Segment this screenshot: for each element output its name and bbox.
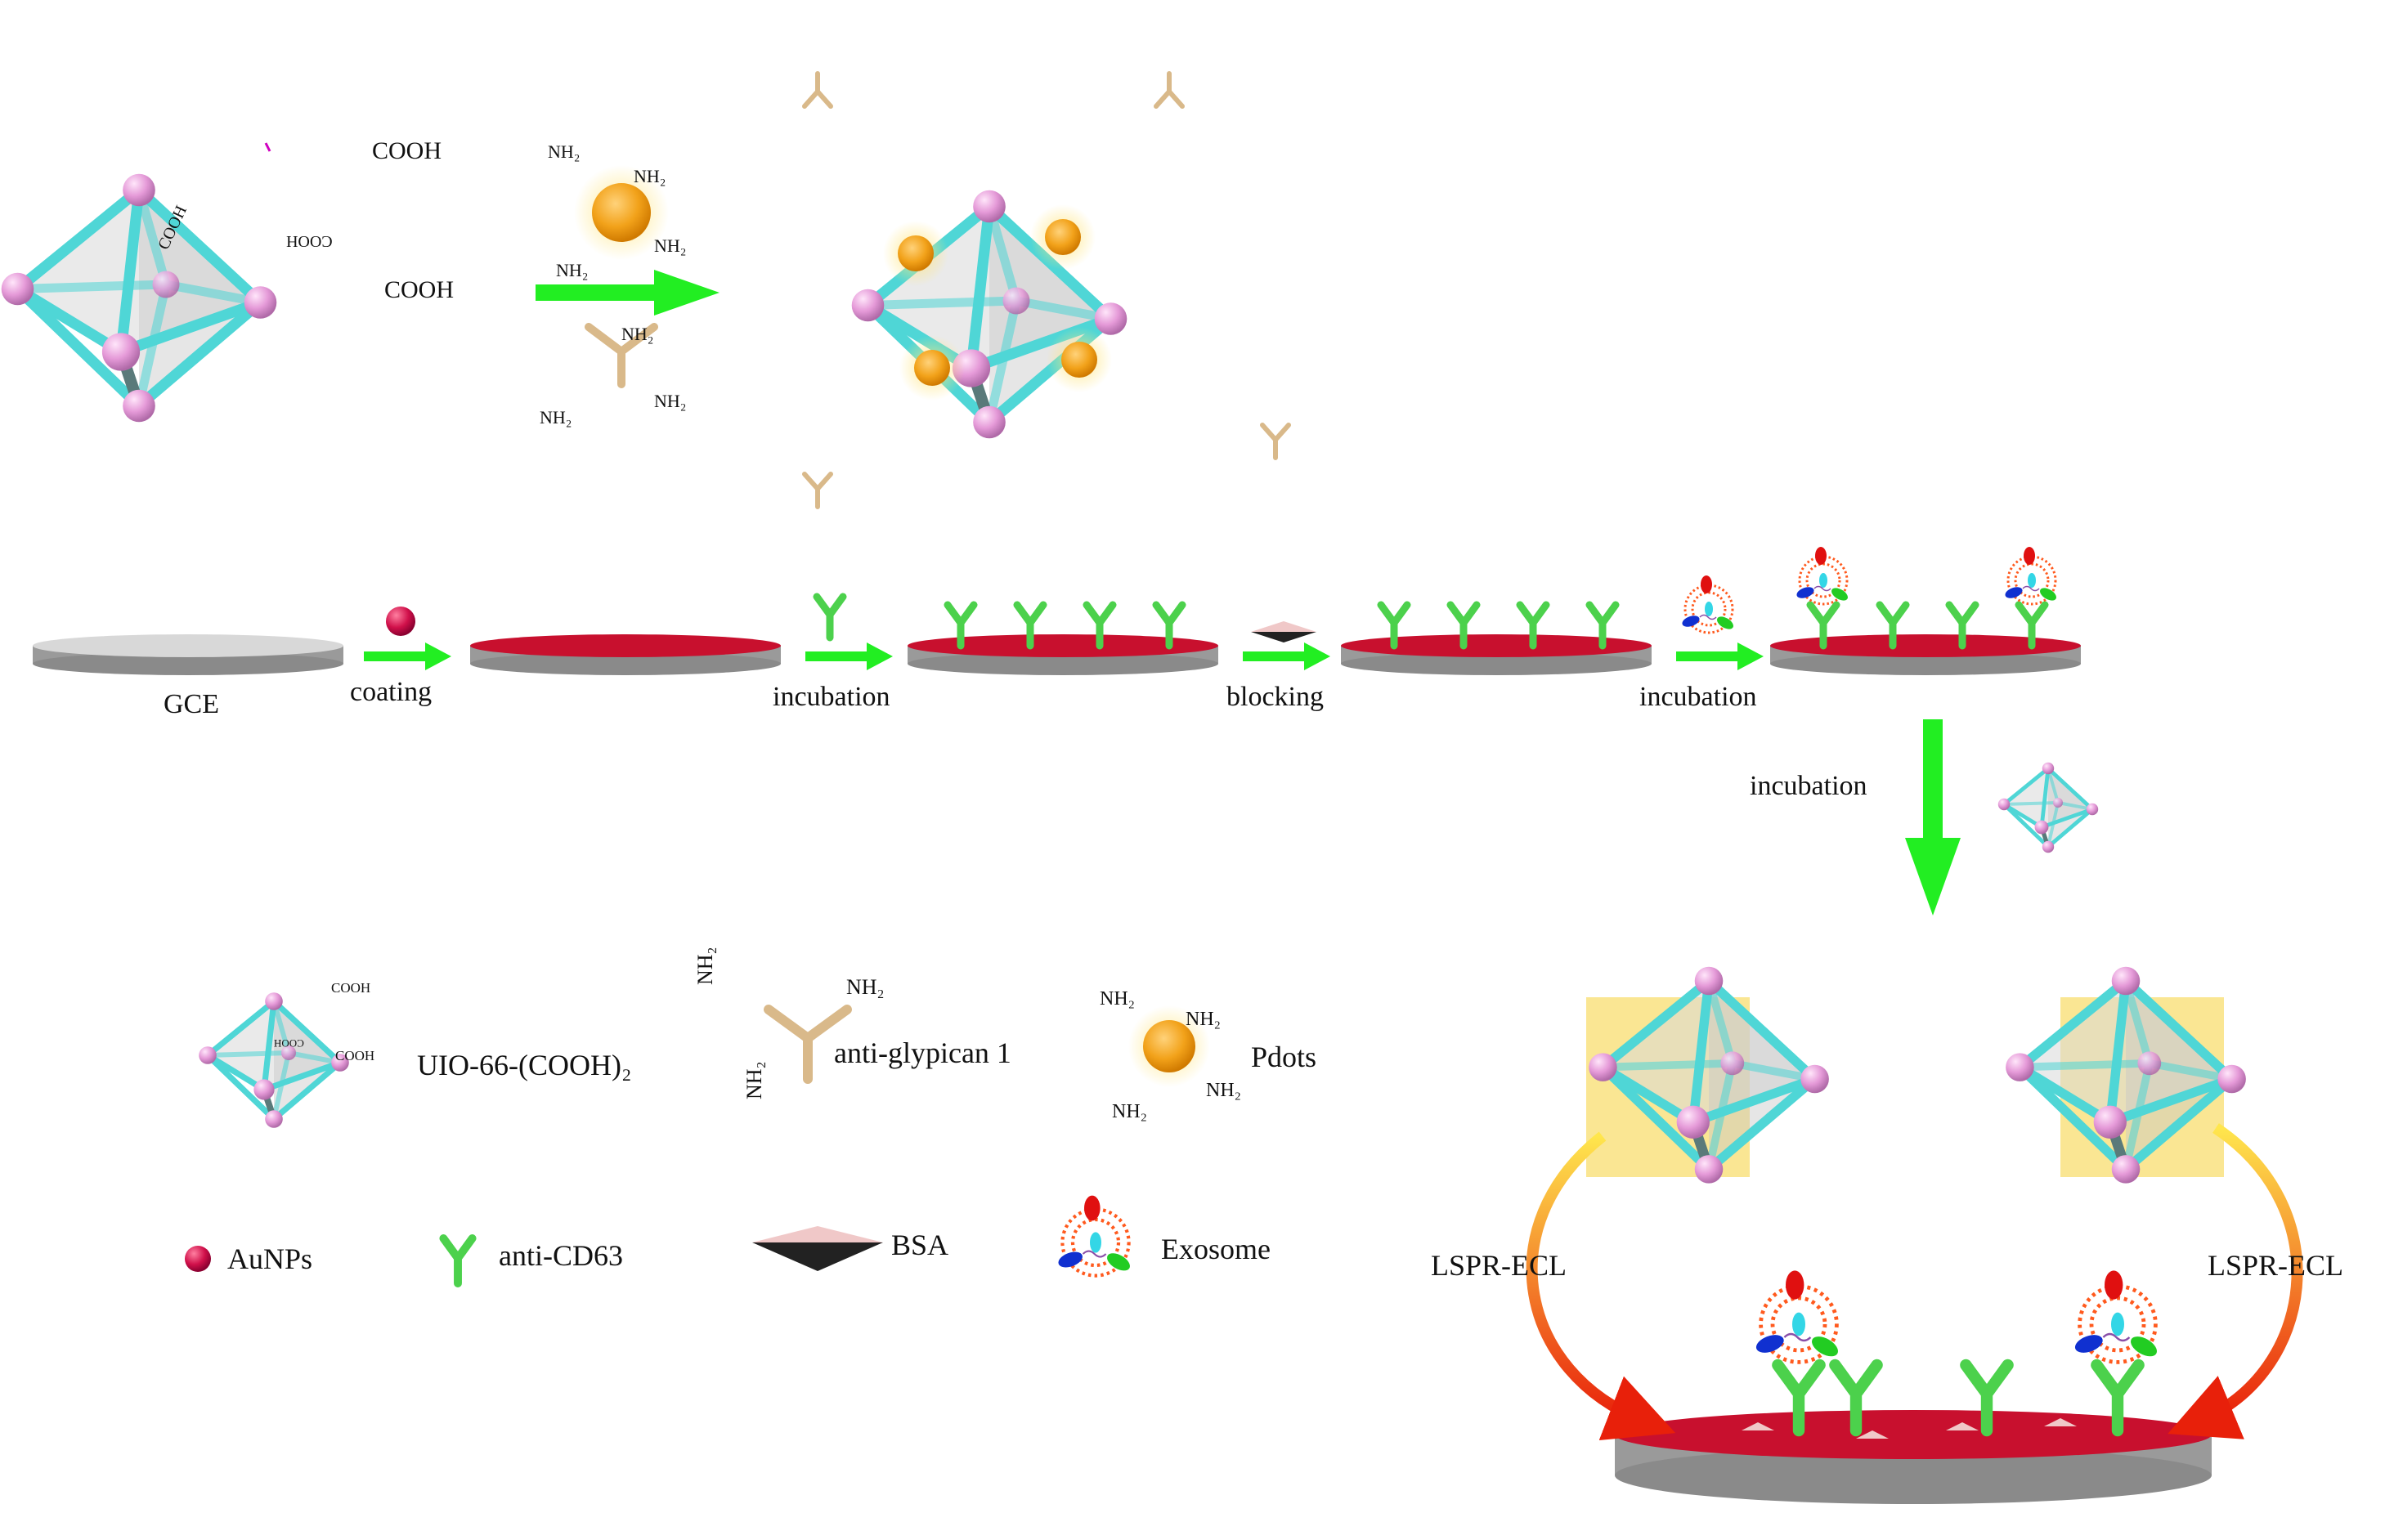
cooh-label-2: COOH xyxy=(384,276,455,303)
legend-pdots-nh2-4: NH₂ xyxy=(1112,1101,1148,1122)
nh2-label-7: NH₂ xyxy=(654,391,687,411)
legend-glypican-nh2-3: NH₂ xyxy=(742,1061,766,1099)
legend-aunp xyxy=(185,1246,211,1272)
arrow-step-1 xyxy=(364,642,451,670)
pdot-in-mof-3 xyxy=(899,335,965,401)
step-label-incubation-2: incubation xyxy=(1639,682,1757,712)
electrode-exosome xyxy=(1770,545,2081,675)
legend-aunps-label: AuNPs xyxy=(227,1242,313,1275)
legend-mof-cooh-2: COOH xyxy=(335,1048,375,1063)
legend-pdots xyxy=(1128,1005,1210,1087)
lspr-ecl-right-label: LSPR-ECL xyxy=(2208,1249,2344,1282)
nh2-label-2: NH₂ xyxy=(634,166,666,186)
legend-pdots-nh2-1: NH₂ xyxy=(1100,988,1136,1010)
legend-glypican-nh2-1: NH₂ xyxy=(846,975,885,999)
cooh-bond-1 xyxy=(264,142,271,152)
legend-pdots-label: Pdots xyxy=(1251,1041,1317,1073)
legend-bsa-label: BSA xyxy=(891,1229,949,1261)
glypican-ab-1 xyxy=(805,74,831,106)
probe-left xyxy=(1586,967,1829,1184)
legend-pdots-nh2-2: NH₂ xyxy=(1186,1009,1222,1030)
legend-pdots-nh2-3: NH₂ xyxy=(1206,1080,1242,1101)
nh2-label-6: NH₂ xyxy=(540,407,572,428)
down-arrow xyxy=(1905,719,1961,915)
legend-mof-cooh-1: COOH xyxy=(331,980,371,996)
electrode-cd63 xyxy=(908,605,1218,675)
glypican-ab-2 xyxy=(1156,74,1182,106)
legend-cd63 xyxy=(443,1238,472,1283)
pdot-in-mof-2 xyxy=(1030,204,1096,270)
bsa-reagent xyxy=(1251,621,1316,642)
nh2-label-5: NH₂ xyxy=(621,324,654,344)
final-electrode xyxy=(1615,1270,2212,1504)
electrode-aunp xyxy=(470,634,781,675)
electrode-gce xyxy=(33,634,343,675)
cooh-label-4: COOH xyxy=(286,232,333,250)
nh2-label-4: NH₂ xyxy=(556,260,589,280)
lspr-arrow-right xyxy=(2168,1123,2303,1439)
glypican-ab-4 xyxy=(1262,425,1289,458)
cooh-label-1: COOH xyxy=(372,137,442,164)
legend-mof-cooh-3: COOH xyxy=(274,1037,304,1050)
gce-label: GCE xyxy=(164,689,219,719)
step-label-coating: coating xyxy=(350,677,433,707)
amine-reagents xyxy=(574,165,669,388)
legend-glypican-nh2-2: NH₂ xyxy=(693,947,717,985)
aunp-drop xyxy=(386,607,415,636)
arrow-step-3 xyxy=(1243,642,1330,670)
step-label-incubation-1: incubation xyxy=(773,682,890,712)
step-label-blocking: blocking xyxy=(1226,682,1324,712)
exosome-reagent xyxy=(1679,574,1737,634)
probe-right xyxy=(2006,967,2246,1184)
synthesis-arrow xyxy=(536,270,720,316)
pdot-in-mof-4 xyxy=(1047,327,1112,392)
legend-mof xyxy=(199,992,349,1128)
lspr-ecl-left-label: LSPR-ECL xyxy=(1431,1249,1567,1282)
final-incubation-label: incubation xyxy=(1750,771,1867,801)
legend-glypican xyxy=(764,1005,852,1084)
legend-bsa xyxy=(752,1226,883,1271)
lspr-arrow-left xyxy=(1526,1131,1676,1440)
legend-exosome xyxy=(1056,1196,1133,1276)
legend-exosome-label: Exosome xyxy=(1161,1233,1271,1265)
cd63-reagent xyxy=(817,597,843,638)
legend-glypican-label: anti-glypican 1 xyxy=(834,1036,1011,1069)
nh2-label-3: NH₂ xyxy=(654,235,687,256)
mof-probe-small xyxy=(1998,763,2098,853)
mof-bare xyxy=(2,174,277,423)
arrow-step-2 xyxy=(805,642,893,670)
electrode-bsa xyxy=(1341,605,1652,675)
pdot-in-mof-1 xyxy=(883,221,948,286)
legend-mof-label: UIO-66-(COOH)₂ xyxy=(417,1049,632,1081)
nh2-label-1: NH₂ xyxy=(548,141,581,162)
arrow-step-4 xyxy=(1676,642,1764,670)
legend-cd63-label: anti-CD63 xyxy=(499,1239,623,1272)
glypican-ab-3 xyxy=(805,474,831,507)
